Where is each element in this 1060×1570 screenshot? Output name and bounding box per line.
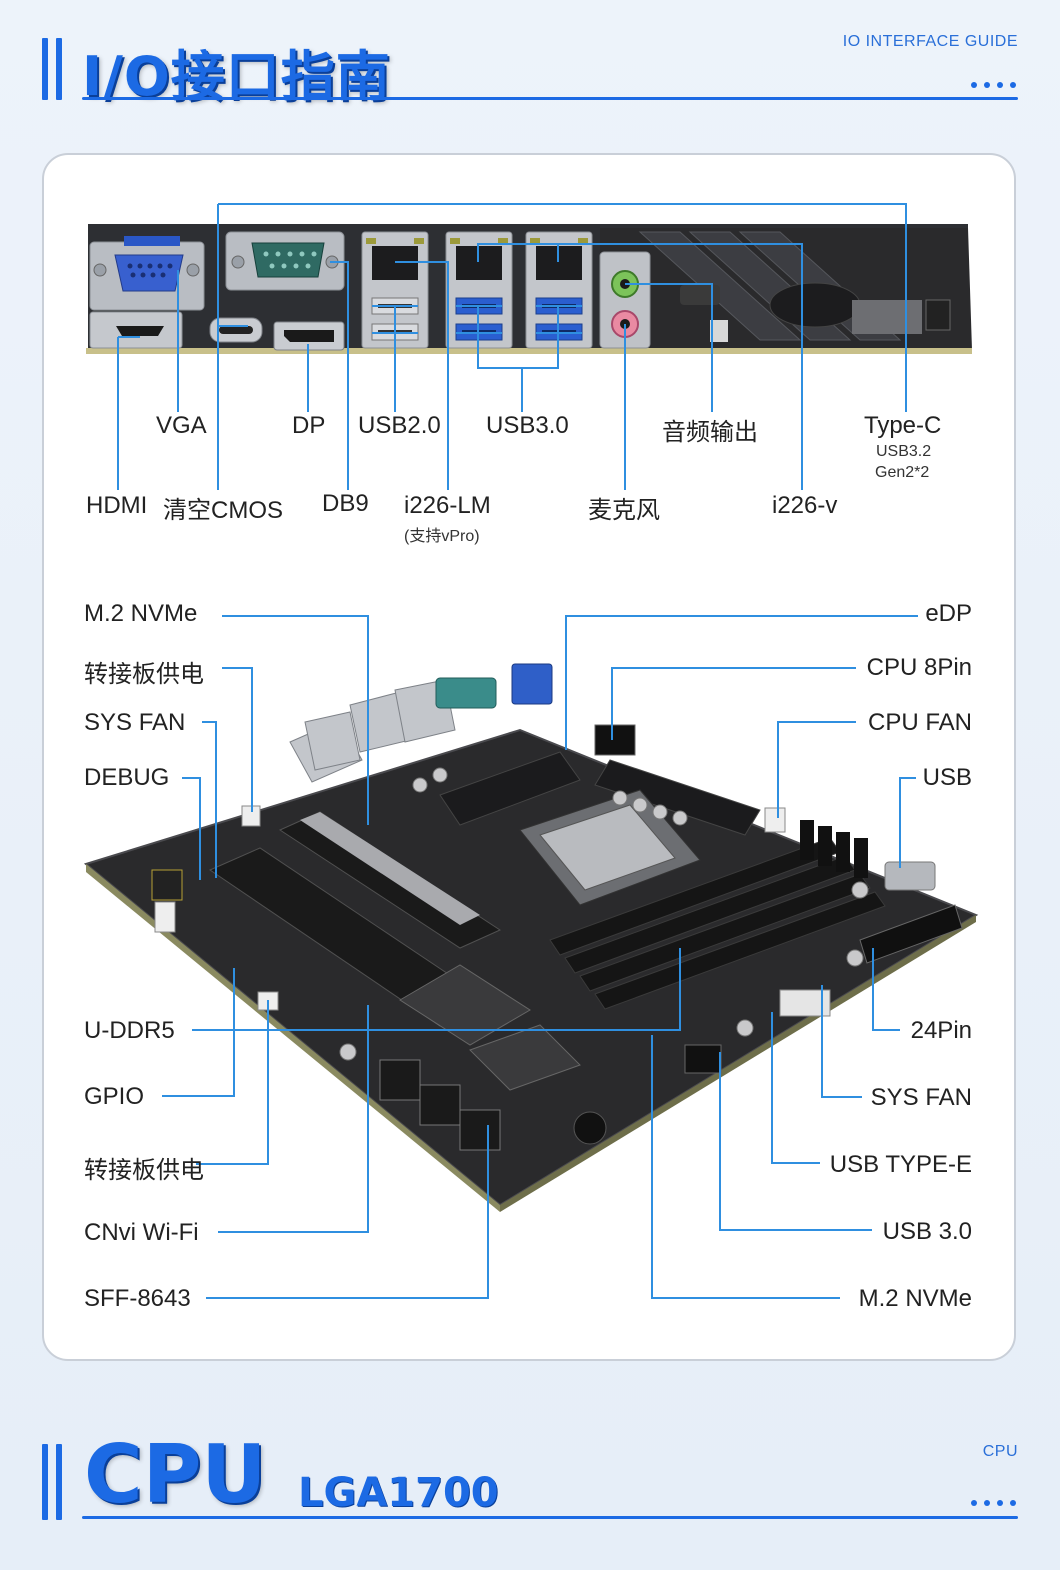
label-right-usb-30: USB 3.0 bbox=[882, 1218, 972, 1245]
header-bar-left bbox=[42, 38, 48, 100]
label-left-debug: DEBUG bbox=[84, 764, 170, 791]
label-dp: DP bbox=[292, 412, 326, 439]
label-left-sys-fan: SYS FAN bbox=[84, 709, 186, 736]
label-left-u-ddr5: U-DDR5 bbox=[84, 1017, 175, 1044]
label-usb30: USB3.0 bbox=[486, 412, 569, 439]
lan-usb3-stack-1 bbox=[445, 231, 513, 349]
label-right-24pin: 24Pin bbox=[910, 1017, 972, 1044]
label-i226lm: i226-LM bbox=[404, 492, 491, 519]
label-typec-sub2: Gen2*2 bbox=[875, 464, 930, 481]
label-right-usb-type-e: USB TYPE-E bbox=[829, 1151, 972, 1178]
cpu-header-underline bbox=[82, 1516, 1018, 1519]
label-left-cnvi-wifi: CNvi Wi-Fi bbox=[84, 1219, 199, 1246]
cpu-title: CPU bbox=[84, 1428, 267, 1521]
label-clear-cmos: 清空CMOS bbox=[163, 497, 283, 524]
label-right-usb: USB bbox=[922, 764, 972, 791]
label-hdmi: HDMI bbox=[86, 492, 148, 519]
label-mic: 麦克风 bbox=[588, 497, 660, 524]
label-left-gpio: GPIO bbox=[84, 1083, 145, 1110]
label-left-sff-8643: SFF-8643 bbox=[84, 1285, 191, 1312]
cpu-bar-right bbox=[56, 1444, 62, 1520]
label-left-riser-power: 转接板供电 bbox=[84, 661, 204, 688]
label-i226v: i226-v bbox=[772, 492, 838, 519]
label-i226lm-sub: (支持vPro) bbox=[404, 528, 480, 545]
label-db9: DB9 bbox=[322, 490, 369, 517]
label-audio-out: 音频输出 bbox=[662, 419, 758, 446]
cpu-model: LGA1700 bbox=[298, 1470, 499, 1516]
label-left-m2-nvme: M.2 NVMe bbox=[84, 600, 198, 627]
label-right-sys-fan: SYS FAN bbox=[870, 1084, 972, 1111]
io-header-underline bbox=[82, 97, 1018, 100]
header-bar-right bbox=[56, 38, 62, 100]
label-typec: Type-C bbox=[864, 412, 942, 439]
label-right-edp: eDP bbox=[925, 600, 972, 627]
label-usb20: USB2.0 bbox=[358, 412, 441, 439]
label-left-riser-power-2: 转接板供电 bbox=[84, 1157, 204, 1184]
label-typec-sub1: USB3.2 bbox=[876, 443, 932, 460]
cpu-bar-left bbox=[42, 1444, 48, 1520]
label-right-cpu-8pin: CPU 8Pin bbox=[866, 654, 972, 681]
io-dots bbox=[971, 82, 1016, 88]
cpu-dots bbox=[971, 1500, 1016, 1506]
cpu-subtitle: CPU bbox=[982, 1443, 1018, 1460]
label-right-m2-nvme: M.2 NVMe bbox=[858, 1285, 972, 1312]
io-subtitle: IO INTERFACE GUIDE bbox=[842, 33, 1018, 50]
label-right-cpu-fan: CPU FAN bbox=[867, 709, 972, 736]
label-vga: VGA bbox=[156, 412, 207, 439]
